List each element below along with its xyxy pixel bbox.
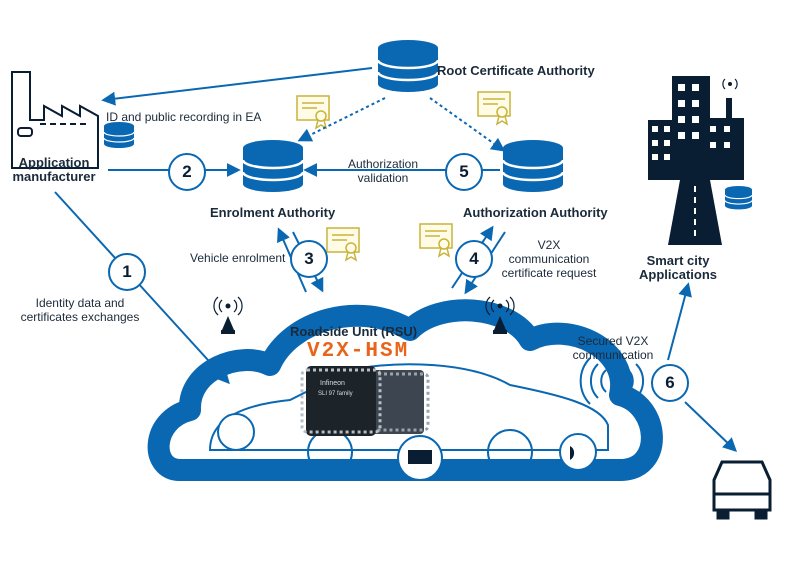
- enrolment-authority-database-icon: [241, 138, 305, 194]
- smart-city-database-icon: [724, 185, 753, 210]
- certificate-icon: [477, 91, 511, 125]
- enrolment-authority-label: Enrolment Authority: [210, 205, 336, 220]
- arrow-to-smart-city: [667, 282, 692, 361]
- root-ca-database-icon: [376, 38, 440, 94]
- chip-family: SLI 97 family: [318, 391, 353, 397]
- certificate-icon: [419, 223, 453, 257]
- step-1-badge: 1: [108, 253, 146, 291]
- step-5-badge: 5: [445, 153, 483, 191]
- authorization-validation-label: Authorization validation: [347, 157, 419, 185]
- certificate-request-label: V2X communication certificate request: [501, 238, 597, 280]
- factory-icon: [11, 71, 99, 169]
- arrow-root-to-manufacturer: [101, 67, 373, 106]
- city-antenna-icon: [722, 78, 738, 90]
- secured-v2x-label: Secured V2X communication: [572, 334, 654, 362]
- engine-block: [408, 450, 432, 464]
- dashboard-icon: [217, 413, 255, 451]
- authorization-authority-database-icon: [501, 138, 565, 194]
- arrow-root-to-aa: [429, 97, 506, 152]
- manufacturer-database-icon: [103, 121, 135, 149]
- vehicle-enrolment-label: Vehicle enrolment: [190, 251, 286, 265]
- identity-exchange-label: Identity data and certificates exchanges: [20, 296, 140, 324]
- rsu-label: Roadside Unit (RSU): [290, 324, 418, 339]
- step-4-badge: 4: [455, 240, 493, 278]
- v2x-hsm-label: V2X-HSM: [307, 340, 410, 363]
- antenna-icon: [485, 296, 515, 334]
- id-recording-label: ID and public recording in EA: [106, 110, 262, 124]
- certificate-icon: [296, 95, 330, 129]
- smart-city-label: Smart city Applications: [638, 253, 717, 282]
- authorization-authority-label: Authorization Authority: [463, 205, 608, 220]
- smart-city-buildings-icon: [648, 76, 744, 245]
- step-2-badge: 2: [168, 153, 206, 191]
- step-3-badge: 3: [290, 240, 328, 278]
- chip-brand: Infineon: [320, 380, 345, 387]
- certificate-icon: [326, 227, 360, 261]
- signal-waves-icon: [579, 357, 645, 405]
- car-icon: [712, 460, 772, 520]
- root-ca-label: Root Certificate Authority: [437, 63, 595, 78]
- app-manufacturer-label: Application manufacturer: [12, 155, 96, 184]
- v2x-hsm-chip-icon: [300, 366, 382, 436]
- arrow-to-car: [684, 401, 738, 452]
- antenna-icon: [213, 296, 243, 334]
- arrow-root-to-ea: [297, 97, 386, 142]
- headlight-icon: [559, 433, 597, 471]
- arrow-manufacturer-to-cloud: [54, 191, 230, 385]
- step-6-badge: 6: [651, 364, 689, 402]
